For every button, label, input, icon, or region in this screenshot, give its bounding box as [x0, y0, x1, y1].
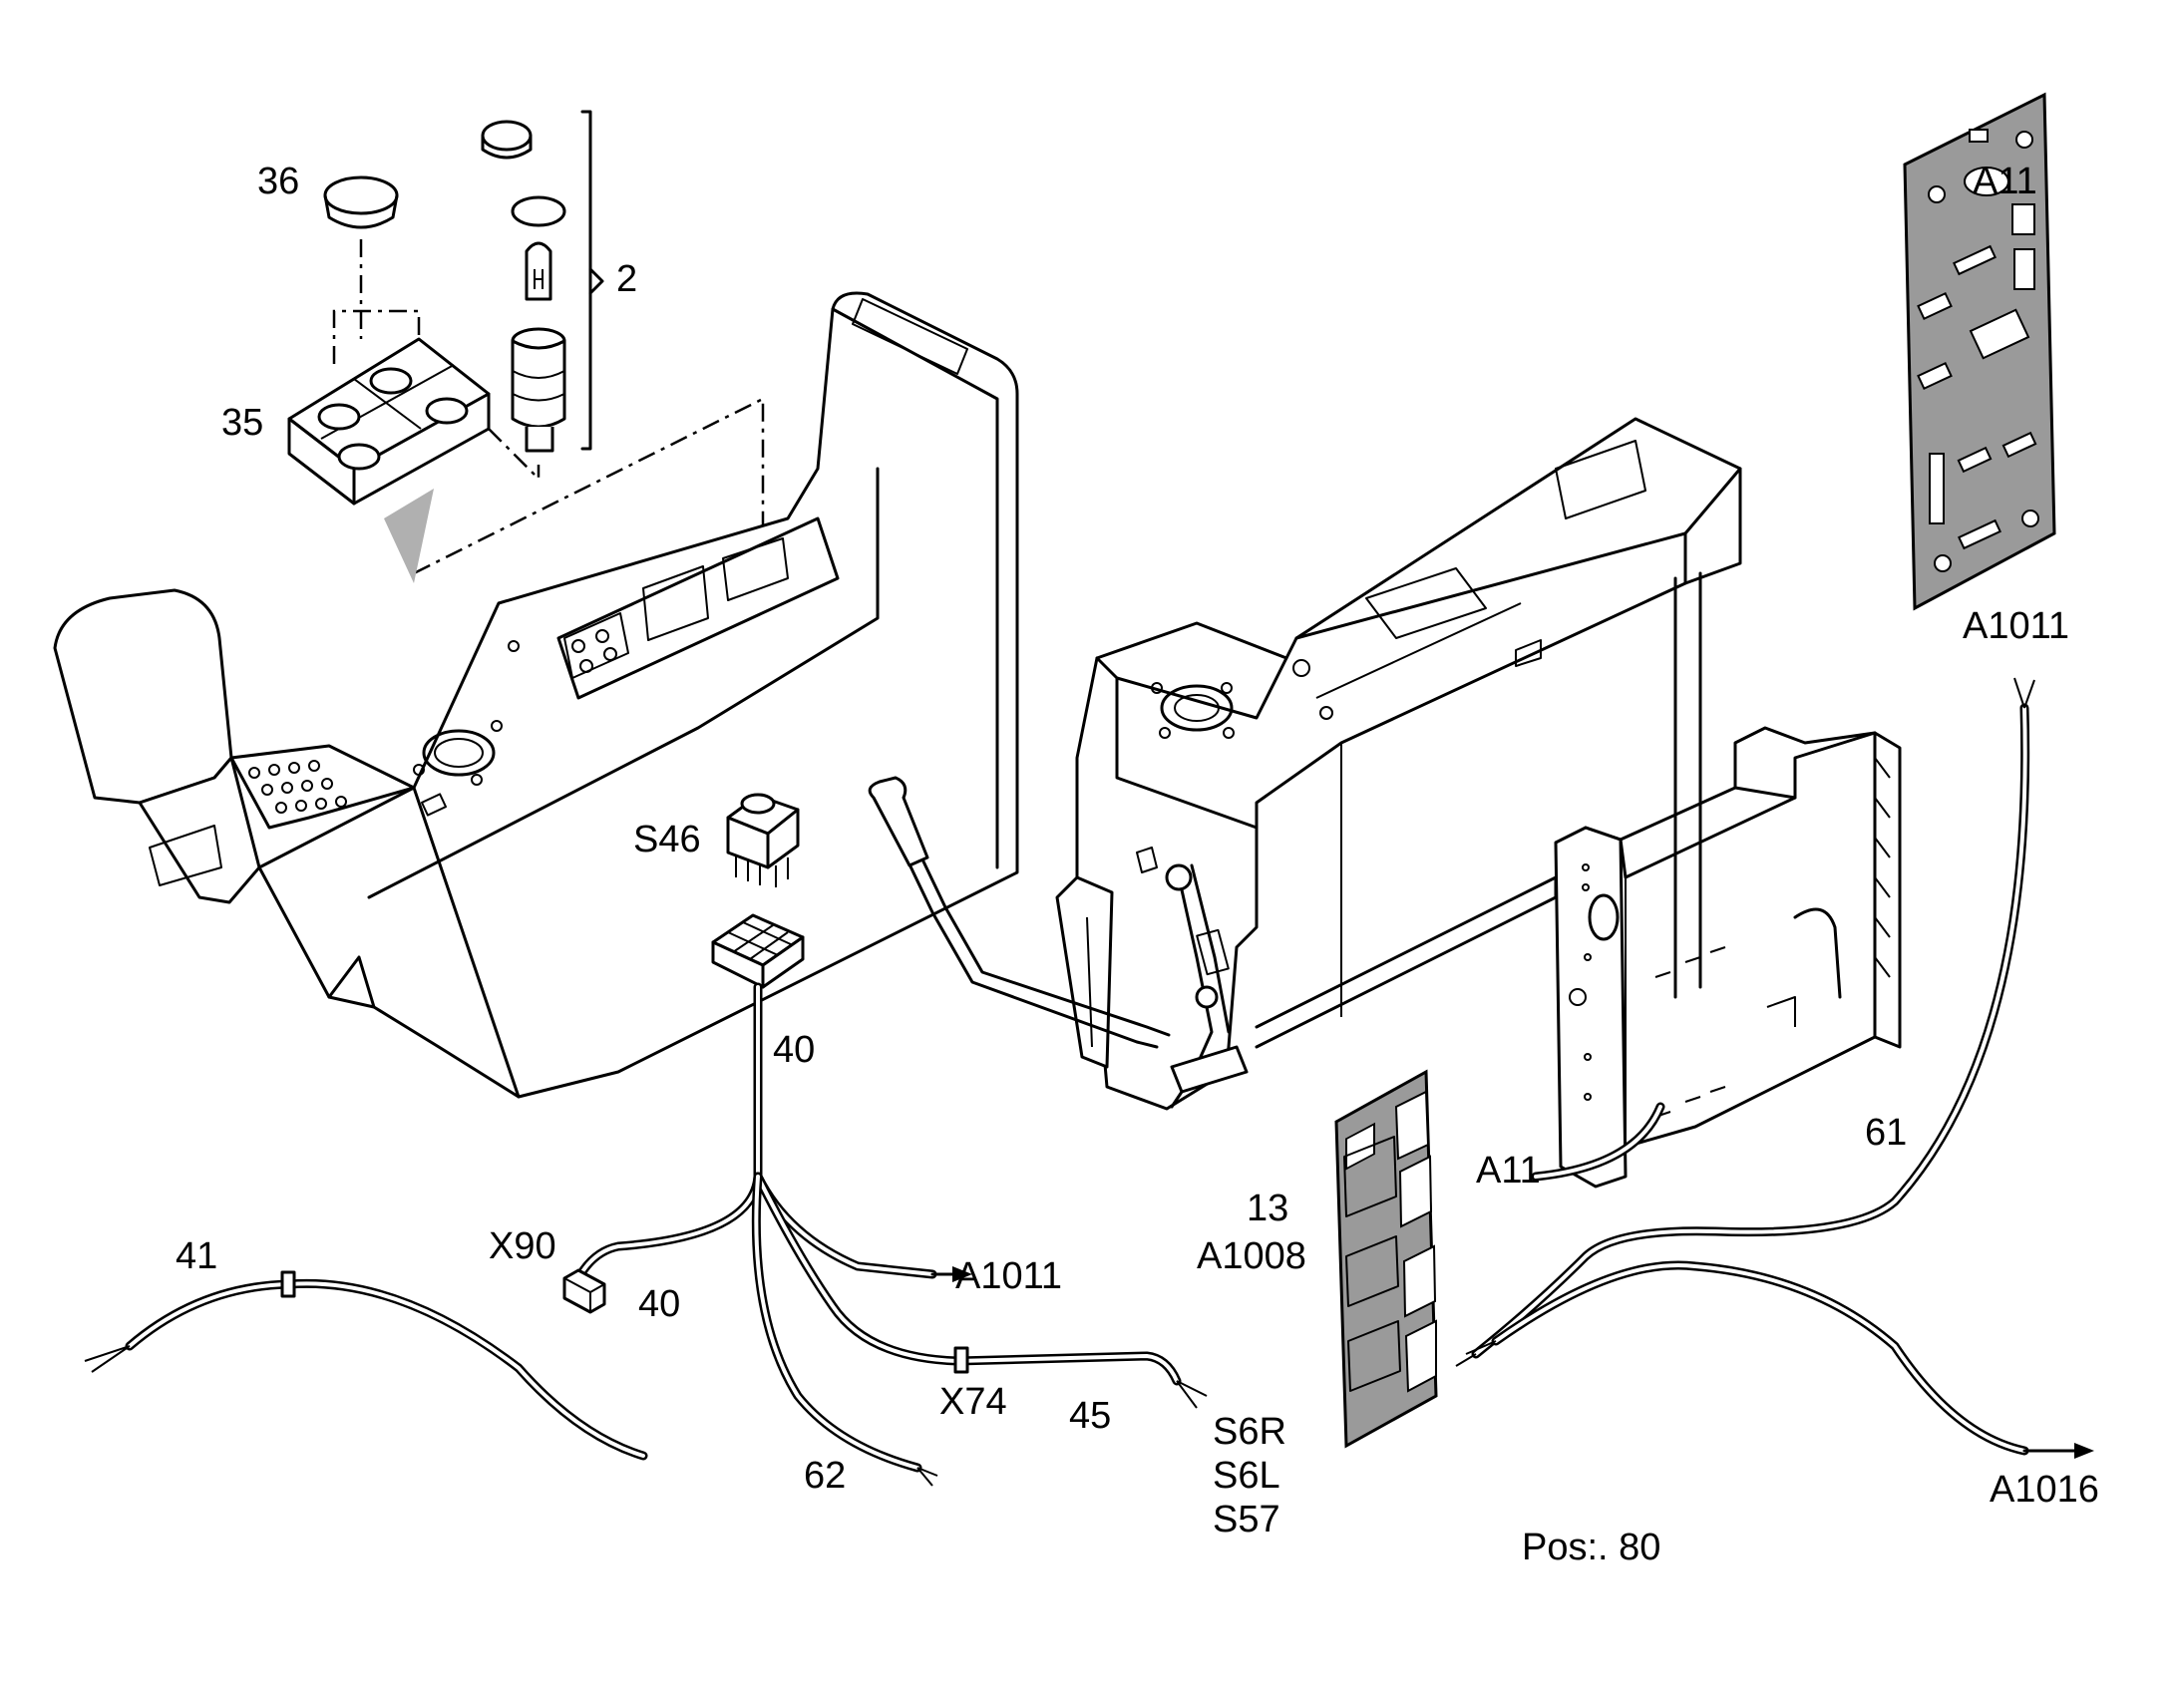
- label-s57: S57: [1213, 1499, 1280, 1540]
- label-s46: S46: [633, 819, 701, 860]
- label-s6r: S6R: [1213, 1411, 1286, 1453]
- label-a1016: A1016: [1990, 1469, 2099, 1511]
- label-36: 36: [257, 161, 299, 202]
- label-62: 62: [804, 1455, 846, 1497]
- connector-plug: [711, 913, 805, 989]
- label-40-bottom: 40: [638, 1283, 680, 1325]
- switch-s46: [726, 793, 800, 887]
- switch-housing-35: [287, 309, 765, 778]
- right-frame: [868, 417, 1742, 1111]
- label-pos: Pos:. 80: [1522, 1527, 1660, 1568]
- label-a1011-top: A1011: [1963, 605, 2069, 647]
- cap-36: [323, 175, 399, 339]
- label-s6l: S6L: [1213, 1455, 1280, 1497]
- board-a1008: [1334, 1069, 1438, 1449]
- vent-grille: [248, 760, 347, 814]
- label-45: 45: [1069, 1395, 1111, 1437]
- label-40-top: 40: [773, 1029, 815, 1071]
- label-a11: A11: [1476, 1150, 1541, 1192]
- wiring-harness: [84, 982, 1208, 1487]
- board-connectors: [1343, 1090, 1437, 1393]
- label-41: 41: [176, 1235, 217, 1277]
- card-housing: [1531, 726, 1902, 1189]
- cable-61: [1455, 677, 2094, 1459]
- label-2: 2: [616, 258, 637, 300]
- label-13: 13: [1247, 1188, 1288, 1229]
- labels: 36 2 35 S46 40 40 41 X90 A1011 A1011 X74…: [176, 161, 2099, 1568]
- label-a1011-arrow: A1011: [955, 1255, 1062, 1297]
- bulb-assembly: [481, 110, 604, 453]
- label-x74: X74: [939, 1381, 1007, 1423]
- board-a11: A11: [1903, 92, 2056, 611]
- label-35: 35: [221, 402, 263, 444]
- label-x90: X90: [489, 1225, 556, 1267]
- left-console: [53, 291, 1019, 1099]
- board-marking: A11: [1973, 161, 2037, 202]
- label-61: 61: [1865, 1112, 1907, 1154]
- label-a1008: A1008: [1197, 1235, 1306, 1277]
